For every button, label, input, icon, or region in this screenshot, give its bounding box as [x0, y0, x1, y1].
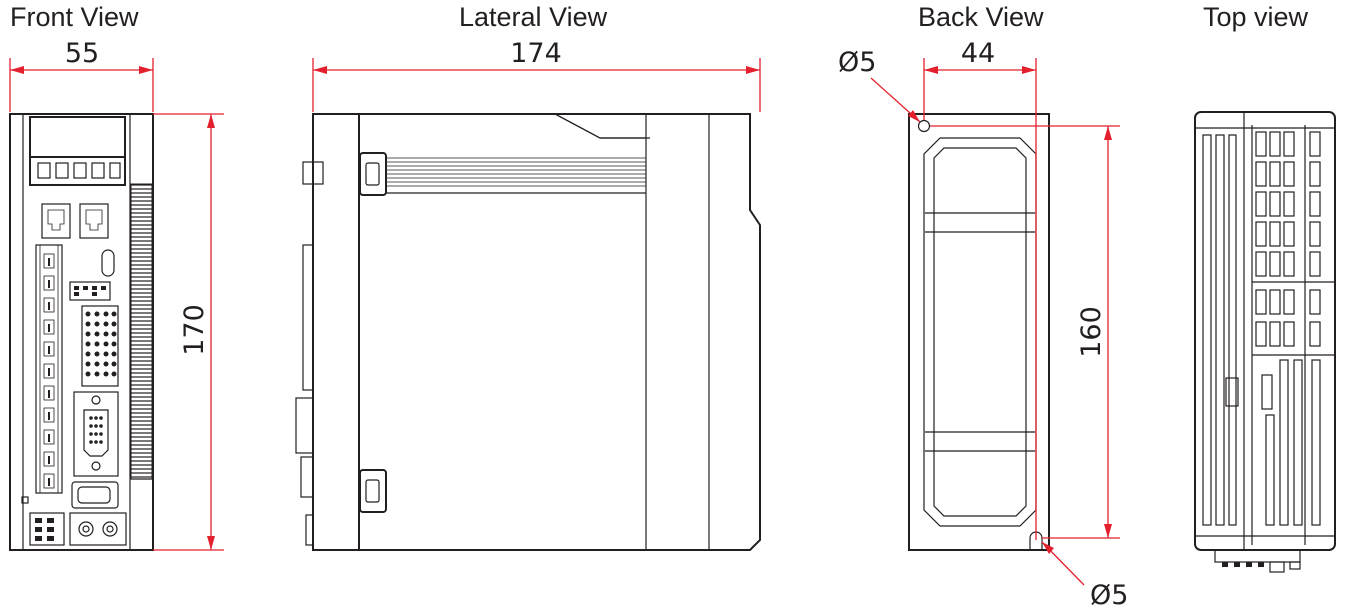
- front-width-dimension: 55: [9, 38, 154, 112]
- hole-top-label: Ø5: [838, 47, 876, 78]
- back-width-label: 44: [961, 38, 995, 69]
- back-view-title: Back View: [918, 2, 1044, 32]
- front-view: [9, 113, 154, 551]
- front-view-io-connectors: [35, 244, 63, 494]
- front-view-usb-port: [101, 249, 115, 277]
- lateral-depth-label: 174: [510, 38, 562, 69]
- top-view-vent-grid: [1255, 131, 1321, 347]
- back-height-dimension: 160: [930, 125, 1120, 539]
- front-view-terminal-block: [29, 156, 126, 186]
- lateral-view-clip-bottom: [359, 469, 387, 513]
- front-height-dimension: 170: [153, 113, 224, 551]
- lateral-view: [295, 113, 761, 551]
- lateral-view-body: [358, 113, 761, 551]
- front-view-dsub-connector: [73, 391, 119, 477]
- front-view-pin-header: [81, 305, 119, 387]
- hole-callout-top: Ø5: [838, 47, 921, 123]
- hole-bottom-label: Ø5: [1090, 580, 1128, 610]
- lateral-view-clip-top: [359, 152, 387, 196]
- back-view-plate: [908, 113, 1050, 551]
- front-view-heatsink-fins: [130, 183, 153, 480]
- back-width-dimension: 44: [923, 38, 1037, 540]
- front-view-title: Front View: [10, 2, 139, 32]
- top-view-title: Top view: [1203, 2, 1309, 32]
- lateral-view-fin-stripes: [386, 157, 646, 187]
- hole-callout-bottom: Ø5: [1041, 541, 1128, 610]
- back-height-label: 160: [1076, 306, 1107, 358]
- lateral-view-title: Lateral View: [459, 2, 608, 32]
- top-view: [1194, 111, 1336, 573]
- front-view-rj45-ports: [41, 203, 109, 239]
- lateral-depth-dimension: 174: [312, 38, 761, 112]
- front-view-power-connector: [29, 512, 65, 546]
- front-height-label: 170: [179, 304, 210, 356]
- back-view: [908, 113, 1050, 551]
- back-view-mounting-hole-top: [917, 119, 931, 133]
- front-width-label: 55: [65, 38, 99, 69]
